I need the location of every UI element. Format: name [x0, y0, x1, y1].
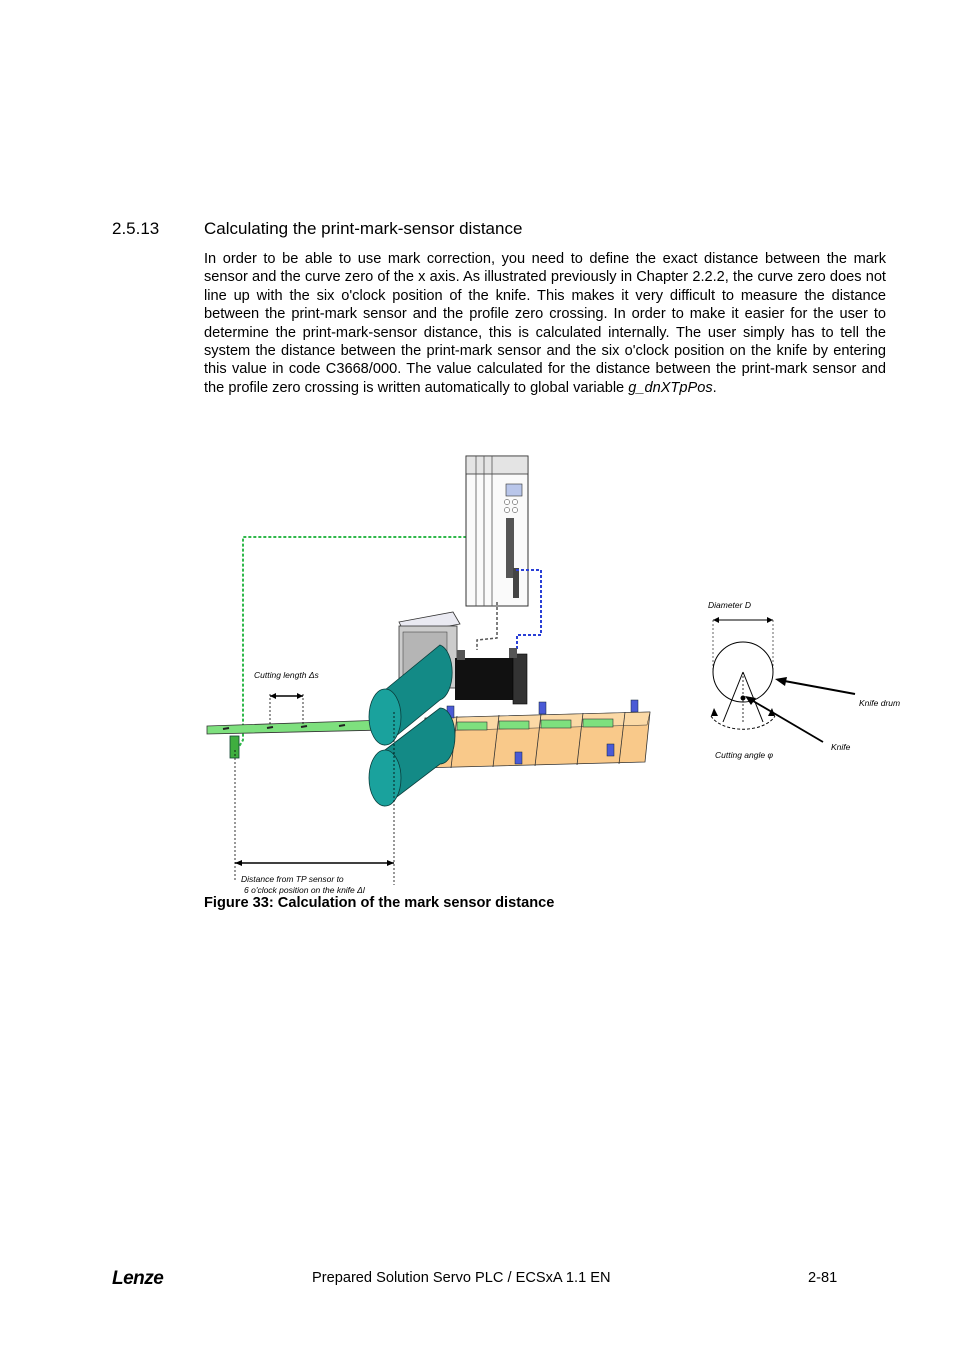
mark-sensor-figure: Cutting length Δs Distance from TP senso… — [206, 455, 900, 895]
print-marks — [456, 718, 614, 731]
distance-label-line2: 6 o'clock position on the knife Δl — [244, 885, 366, 895]
knife-drum-lower — [368, 707, 456, 807]
body-text-end: . — [712, 379, 717, 396]
knife-drum-schematic: Diameter D Knife drum Knife Cutting angl… — [708, 600, 900, 760]
footer-page-number: 2-81 — [808, 1270, 838, 1286]
servo-controller — [465, 455, 529, 607]
distance-label-line1: Distance from TP sensor to — [241, 874, 344, 884]
global-variable-name: g_dnXTpPos — [628, 379, 713, 396]
sensor-cable — [236, 532, 481, 751]
section-title: Calculating the print-mark-sensor distan… — [204, 219, 523, 238]
knife-label: Knife — [831, 742, 851, 752]
motor-cable — [476, 602, 498, 650]
body-text: In order to be able to use mark correcti… — [204, 251, 886, 396]
lenze-logo: Lenze — [112, 1268, 164, 1289]
knife-drum-label: Knife drum — [859, 698, 900, 708]
diameter-label: Diameter D — [708, 600, 751, 610]
figure-caption: Figure 33: Calculation of the mark senso… — [204, 895, 555, 911]
body-paragraph: In order to be able to use mark correcti… — [204, 250, 886, 397]
tp-sensor — [229, 735, 240, 759]
encoder-cable — [516, 569, 542, 650]
servo-motor — [455, 648, 528, 705]
section-number: 2.5.13 — [112, 219, 160, 238]
knife-drum-upper — [368, 644, 453, 746]
cutting-length-label: Cutting length Δs — [254, 670, 320, 680]
footer-document-title: Prepared Solution Servo PLC / ECSxA 1.1 … — [312, 1270, 611, 1286]
green-strip — [206, 719, 386, 735]
cutting-angle-label: Cutting angle φ — [715, 750, 773, 760]
